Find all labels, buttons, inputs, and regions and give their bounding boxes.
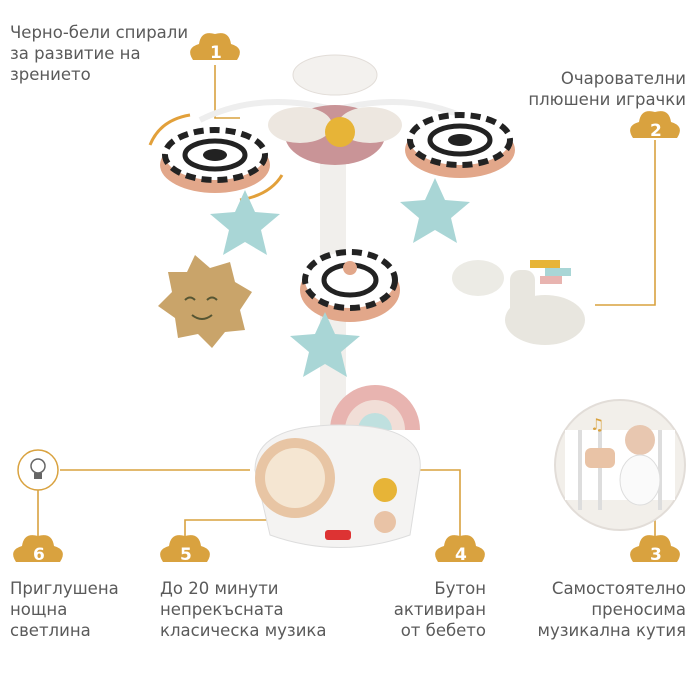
feature-3-text: Самостоятелно преносима музикална кутия xyxy=(537,579,686,640)
rotate-arrow-icon xyxy=(148,113,191,146)
svg-text:1: 1 xyxy=(210,43,222,63)
feature-4-text: Бутон активиран от бебето xyxy=(393,579,486,640)
svg-text:6: 6 xyxy=(33,545,45,565)
feature-2-text: Очарователни плюшени играчки xyxy=(528,69,686,109)
connector-lines xyxy=(37,65,656,540)
badge-5: 5 xyxy=(160,535,210,565)
feature-1-text: Черно-бели спирали за развитие на зрение… xyxy=(10,23,189,84)
flower-hub xyxy=(268,105,402,165)
spiral-disc-left xyxy=(160,127,270,193)
feature-5-text: До 20 минути непрекъсната класическа муз… xyxy=(160,579,327,640)
plush-sun xyxy=(158,255,252,348)
badge-6: 6 xyxy=(13,535,63,565)
badge-4: 4 xyxy=(435,535,485,565)
svg-text:5: 5 xyxy=(180,545,192,565)
spiral-disc-center xyxy=(300,249,400,322)
spiral-disc-right xyxy=(405,112,515,178)
badge-3: 3 xyxy=(630,535,680,565)
music-note-icon: ♫ xyxy=(590,415,604,434)
number-badges: 1 2 3 4 5 6 xyxy=(13,33,680,565)
baby-photo: ♫ xyxy=(554,399,686,531)
badge-1: 1 xyxy=(190,33,240,63)
feature-6-text: Приглушена нощна светлина xyxy=(10,579,119,640)
plush-stars xyxy=(210,178,470,377)
plush-rainbow xyxy=(330,385,420,430)
lightbulb-icon xyxy=(17,449,59,491)
svg-text:2: 2 xyxy=(650,121,662,141)
plush-unicorn xyxy=(452,260,585,345)
badge-2: 2 xyxy=(630,111,680,141)
svg-text:4: 4 xyxy=(455,545,467,565)
top-cap xyxy=(292,54,378,96)
svg-text:3: 3 xyxy=(650,545,662,565)
music-box xyxy=(254,424,421,548)
